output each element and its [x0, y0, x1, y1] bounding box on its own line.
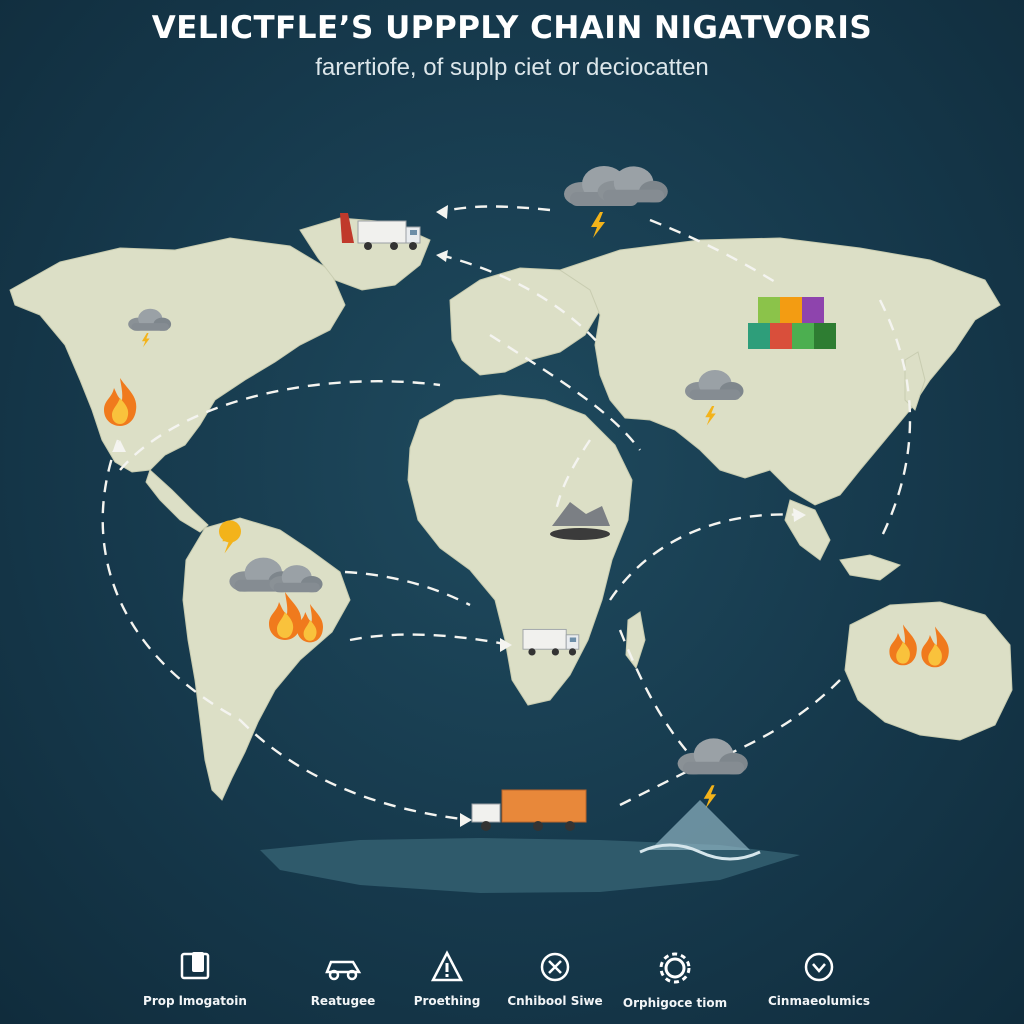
route-europe-north: [439, 253, 601, 346]
arrow-europe-north: [436, 250, 448, 262]
australia: [844, 601, 1013, 741]
route-africa-north: [553, 439, 591, 516]
legend-label: Reatugee: [310, 994, 376, 1008]
truck-icon-greenland: [340, 213, 421, 251]
route-pacific-east: [878, 299, 912, 541]
europe: [449, 267, 601, 376]
legend-item-2[interactable]: Reatugee: [268, 950, 418, 1008]
legend-label: Proething: [413, 994, 481, 1008]
route-americas-south: [239, 719, 471, 822]
truck-icon-southern-ocean: [471, 789, 587, 831]
route-africa-cross: [349, 633, 511, 647]
route-north-atlantic: [439, 205, 551, 214]
page-title: VELICTFLE’S UPPPLY CHAIN NIGATVORIS: [151, 10, 873, 46]
southeast-asia: [784, 499, 902, 581]
legend-label: Cnhibool Siwe: [507, 994, 603, 1008]
arrow-americas: [112, 440, 126, 452]
route-arctic: [649, 218, 781, 287]
north-america: [9, 237, 346, 473]
legend-label: Orphigoce tiom: [622, 996, 728, 1010]
route-australia: [719, 679, 841, 760]
gear-icon: [659, 952, 691, 984]
close-circle-icon: [540, 952, 570, 982]
storm-marker-north-atlantic: [564, 166, 668, 238]
japan: [904, 351, 926, 411]
container-stack-icon-asia: [748, 297, 836, 349]
arrow-north-atlantic: [436, 205, 448, 219]
legend-item-6[interactable]: Cinmaeolumics: [744, 950, 894, 1008]
phone-icon: [180, 952, 210, 980]
route-africa-south: [618, 629, 691, 756]
africa: [407, 394, 633, 706]
arrow-south-america: [460, 813, 472, 827]
legend-label: Cinmaeolumics: [768, 994, 870, 1008]
route-south-atlantic: [344, 570, 471, 607]
legend-item-5[interactable]: Orphigoce tiom: [600, 950, 750, 1010]
arrow-africa-cross: [500, 638, 512, 652]
legend-label: Prop lmogatoin: [143, 994, 247, 1008]
central-america: [145, 469, 209, 533]
legend-item-3[interactable]: Proething: [372, 950, 522, 1008]
asia: [558, 237, 1001, 506]
warning-icon: [430, 950, 464, 982]
route-atlantic-north: [119, 380, 441, 471]
route-mideast: [489, 333, 641, 451]
shipping-routes: [101, 205, 912, 822]
arrow-indian-ocean: [793, 508, 806, 522]
legend-item-4[interactable]: Cnhibool Siwe: [480, 950, 630, 1008]
route-indian-ocean: [609, 513, 801, 601]
lightning-icon-amazon: [219, 520, 241, 554]
legend-item-1[interactable]: Prop lmogatoin: [120, 950, 270, 1008]
route-southern: [619, 768, 691, 807]
landslide-icon-east-africa: [550, 502, 610, 540]
chevron-circle-icon: [804, 952, 834, 982]
storm-marker-southern-ocean: [677, 738, 748, 809]
route-americas-west: [101, 439, 241, 722]
legend: Prop lmogatoin Reatugee Proething Cnhibo…: [0, 950, 1024, 1020]
madagascar: [625, 611, 646, 670]
antarctica: [260, 838, 800, 893]
ocean-waves-southern: [639, 800, 761, 861]
page-subtitle: farertiofe, of suplp ciet or deciocatten: [315, 54, 709, 81]
car-icon: [325, 960, 362, 981]
route-arrowheads: [112, 205, 806, 827]
